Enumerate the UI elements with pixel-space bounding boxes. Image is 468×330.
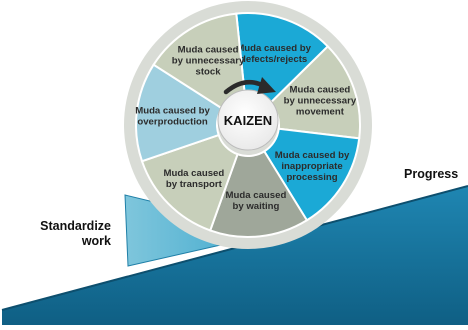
wheel-segment-label-line: Muda caused by xyxy=(236,43,311,54)
wheel-segment-label-line: Muda caused xyxy=(163,168,224,179)
wheel-segment-label-line: Muda caused xyxy=(226,190,287,201)
wheel-segment-label-line: inappropriate xyxy=(281,161,342,172)
wheel-segment-label-line: Muda caused xyxy=(290,84,351,95)
standardize-label-line-1: Standardize xyxy=(40,219,111,233)
wheel-segment-label-line: movement xyxy=(296,106,345,117)
wheel-segment-label-line: overproduction xyxy=(137,116,207,127)
wheel-segment-label-line: by unnecessary xyxy=(172,55,245,66)
wheel-segment-5 xyxy=(140,133,239,232)
wheel-segment-3 xyxy=(262,127,361,222)
wheel-segment-6 xyxy=(135,63,224,163)
wheel-segment-label-line: Muda caused by xyxy=(275,150,350,161)
wheel-segment-label-line: by unnecessary xyxy=(284,95,357,106)
wheel-segment-label-line: by waiting xyxy=(232,201,279,212)
wheel-segment-label-line: defects/rejects xyxy=(240,54,307,65)
wheel-segment-4 xyxy=(208,149,309,238)
progress-ramp xyxy=(2,186,468,325)
wheel-hub xyxy=(217,89,279,151)
wheel-segment-label-line: Muda caused xyxy=(178,44,239,55)
progress-label: Progress xyxy=(404,167,458,181)
standardize-label-line-2: work xyxy=(81,234,111,248)
wheel-segment-label-line: by transport xyxy=(166,179,223,190)
wheel-segment-label-line: Muda caused by xyxy=(135,105,210,116)
kaizen-center-label: KAIZEN xyxy=(224,113,272,128)
rotation-arrowhead-icon xyxy=(257,77,276,94)
wheel-segment-label-line: processing xyxy=(286,172,337,183)
wheel-segment-label-line: stock xyxy=(196,66,222,77)
